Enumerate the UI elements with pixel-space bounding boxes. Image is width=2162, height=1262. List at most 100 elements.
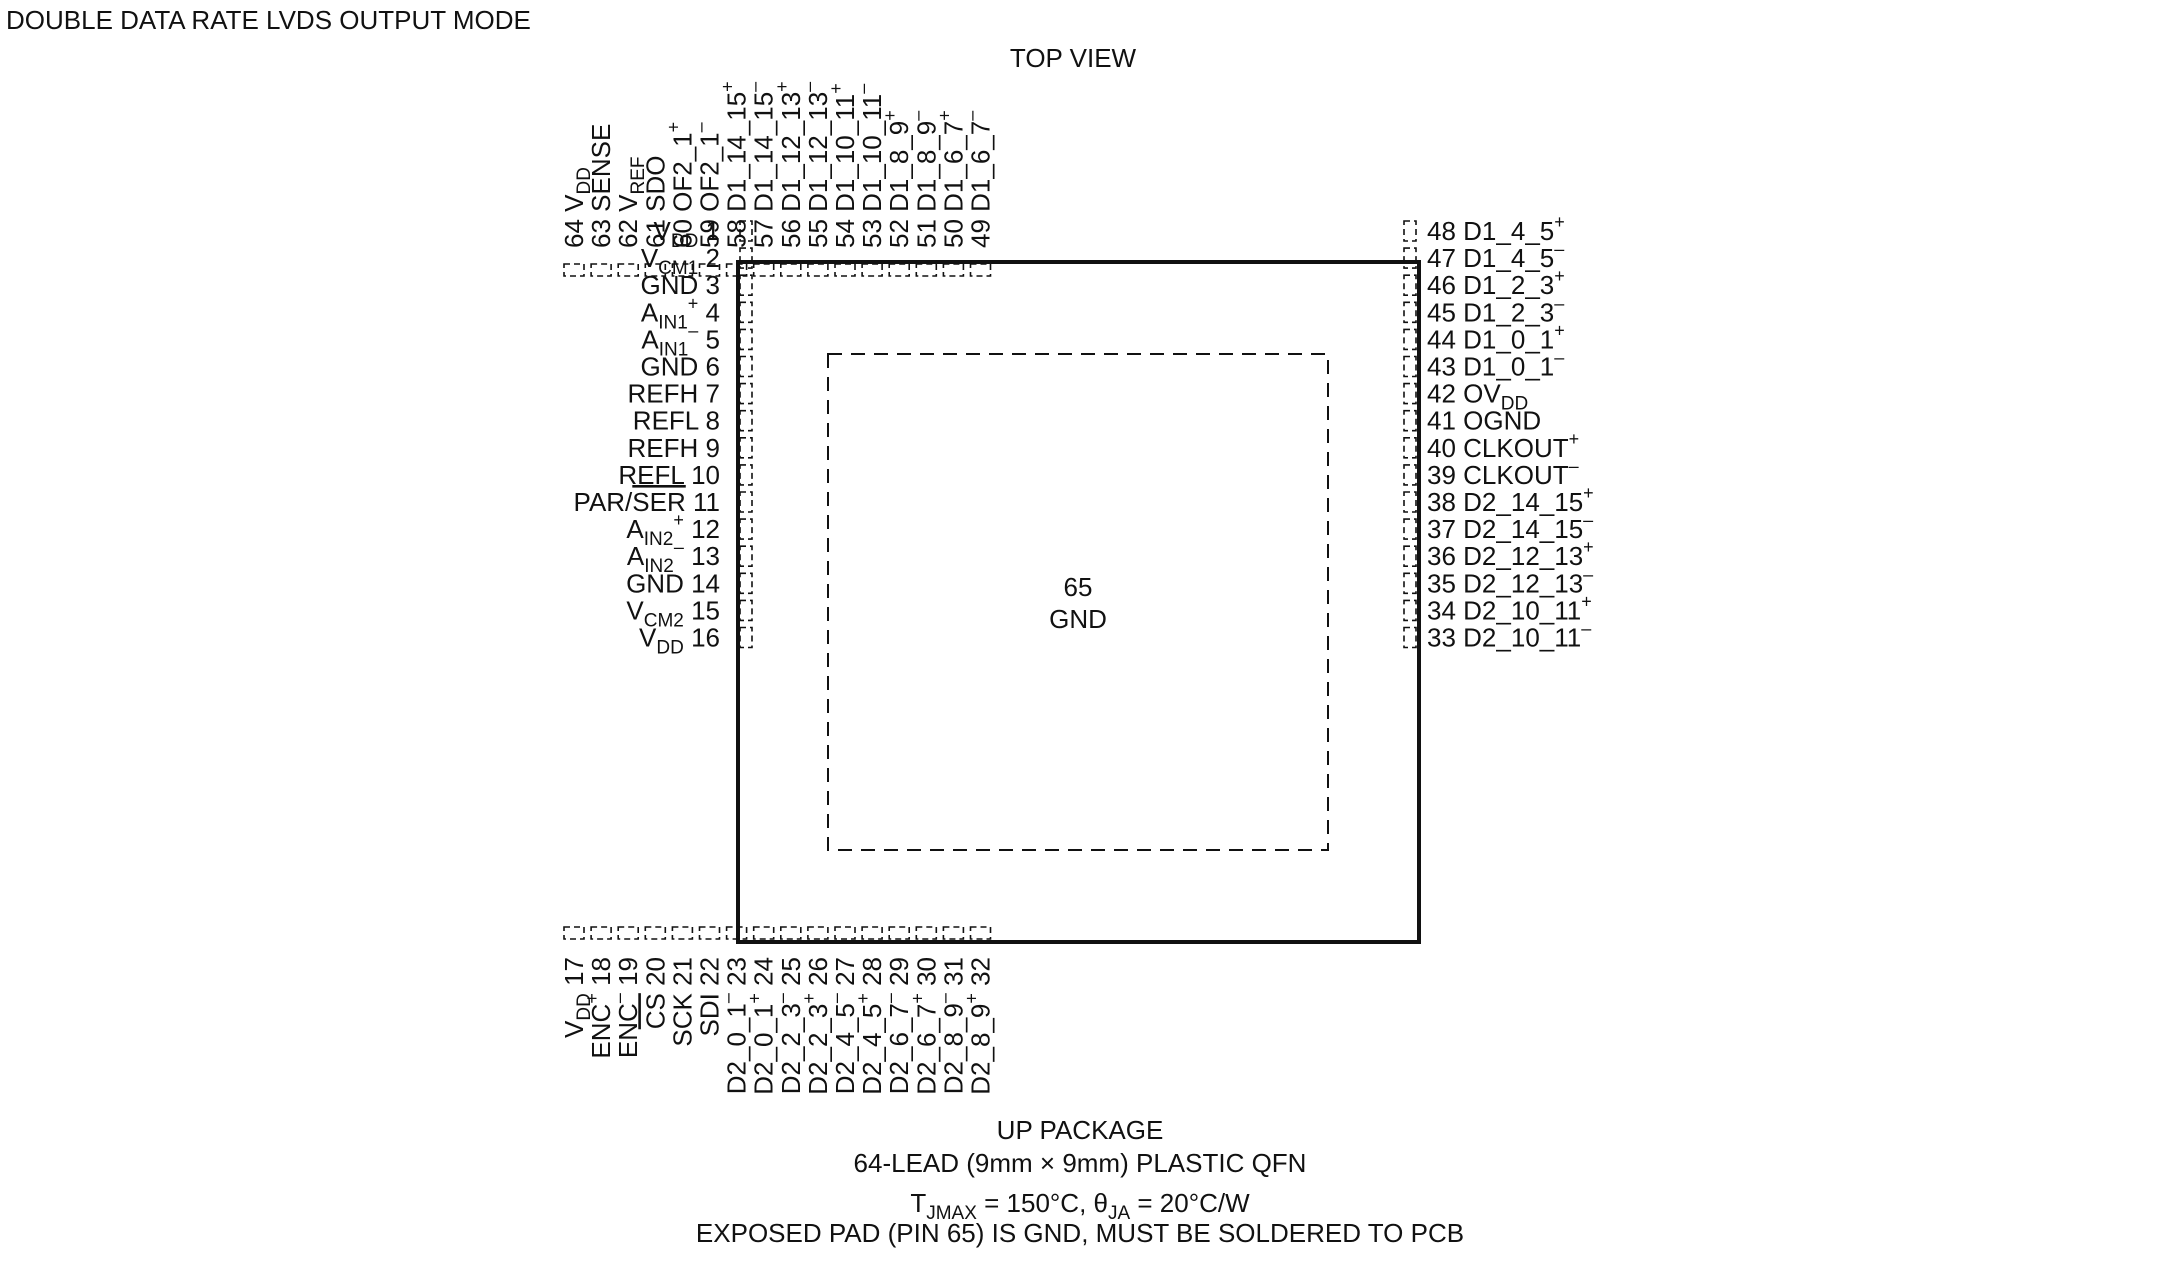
pin-pad [739, 626, 753, 649]
pin-pad [1403, 328, 1417, 351]
pin-label: 44 D1_0_1+​ [1427, 320, 1565, 354]
pin-pad [671, 926, 694, 940]
pin-label: GND 14 [626, 568, 720, 598]
pin-pad [739, 274, 753, 297]
label-segment: D2_14_15 [1463, 487, 1583, 517]
pin-pad [969, 926, 992, 940]
pin-pad [617, 263, 640, 277]
label-segment: CM1 [658, 258, 698, 279]
label-segment: D2_14_15 [1463, 514, 1583, 544]
pin-label: 54 D1_10_11+​ [826, 83, 860, 248]
label-segment: + [663, 122, 683, 133]
pin-label: 41 OGND [1427, 406, 1541, 436]
label-segment: IN1 [658, 312, 688, 333]
pin-pad [1403, 355, 1417, 378]
label-segment: – [853, 84, 873, 94]
thermal-spec: TJMAX = 150°C, θJA = 20°C/W [910, 1188, 1250, 1224]
pin-number: 18 [586, 957, 616, 986]
pin-label: ENC+​ 18 [582, 957, 616, 1059]
pin-label: D2_2_3–​ 25 [772, 957, 806, 1094]
pin-label: D2_4_5+​ 28 [853, 957, 887, 1095]
label-segment: D2_10_11 [1463, 595, 1581, 625]
pin-pad [861, 926, 883, 940]
pin-pad [1403, 491, 1417, 513]
pin-number: 28 [857, 957, 887, 986]
label-segment: D1_12_13 [803, 92, 833, 212]
pin-number: 16 [691, 623, 720, 653]
pin-pad [563, 926, 585, 940]
pin-number: 59 [695, 219, 725, 248]
pin-label: 36 D2_12_13+​ [1427, 537, 1594, 571]
label-segment: D2_0_1 [722, 1003, 752, 1094]
label-segment: SER [632, 487, 685, 517]
label-segment: CM2 [644, 610, 684, 631]
pin-number: 47 [1427, 243, 1456, 273]
pin-number: 9 [706, 433, 720, 463]
pin-label: 62 VREF​ [613, 157, 649, 249]
pin-pad [698, 926, 721, 940]
pin-pad [739, 491, 753, 513]
label-segment: – [1583, 510, 1593, 530]
pin-number: 20 [640, 957, 670, 986]
pin-pad [1403, 626, 1417, 649]
pin-number: 51 [911, 219, 941, 248]
pin-label: VDD​ 1 [654, 216, 721, 252]
pin-number: 10 [691, 460, 720, 490]
pin-label: 57 D1_14_15–​ [745, 82, 779, 248]
pin-pad [739, 355, 753, 378]
pin-label: D2_4_5–​ 27 [826, 957, 860, 1094]
pin-number: 13 [691, 541, 720, 571]
pin-number: 49 [966, 219, 996, 248]
label-segment: D1_10_11 [857, 94, 887, 212]
label-segment: – [1554, 293, 1564, 313]
pin-number: 1 [706, 216, 720, 246]
pin-number: 44 [1427, 324, 1456, 354]
pin-label: 56 D1_12_13+​ [772, 81, 806, 248]
pin-number: 11 [693, 487, 720, 517]
pin-label: VCM1​ 2 [641, 243, 720, 279]
label-segment: V [613, 194, 643, 212]
label-segment: D2_2_3 [776, 1003, 806, 1094]
label-segment: REFH [628, 379, 699, 409]
label-segment: A [641, 297, 659, 327]
pin-label: 33 D2_10_11–​ [1427, 619, 1591, 653]
pin-label: 61 SDO [640, 156, 670, 249]
pin-number: 57 [749, 219, 779, 248]
pin-pad [969, 263, 992, 277]
pin-label: D2_6_7–​ 29 [880, 957, 914, 1094]
pin-pad [644, 926, 667, 940]
label-segment: D1_6_7 [966, 121, 996, 212]
pin-label: GND 3 [641, 270, 720, 300]
top-view-label: TOP VIEW [1010, 43, 1137, 73]
pin-pad [563, 263, 585, 277]
pin-pad [807, 263, 829, 277]
label-segment: = 150°C, θ [977, 1188, 1108, 1218]
label-segment: PAR/ [574, 487, 634, 517]
label-segment: – [907, 111, 927, 121]
pin-pad [590, 263, 612, 277]
pin-number: 60 [667, 219, 697, 248]
label-segment: + [826, 83, 846, 94]
label-segment: IN2 [644, 556, 674, 577]
pin-pad [1403, 247, 1417, 269]
label-segment: – [799, 82, 819, 92]
pin-number: 56 [776, 219, 806, 248]
pin-number: 15 [691, 595, 720, 625]
pin-number: 32 [966, 957, 996, 986]
pin-pad [725, 926, 748, 940]
pin-number: 41 [1427, 406, 1456, 436]
pin-number: 34 [1427, 595, 1456, 625]
pin-label: 51 D1_8_9–​ [907, 111, 941, 248]
label-segment: + [1583, 483, 1594, 503]
label-segment: DD [574, 167, 595, 194]
pin-pad [834, 263, 856, 277]
package-description: 64-LEAD (9mm × 9mm) PLASTIC QFN [854, 1148, 1307, 1178]
label-segment: GND [641, 352, 699, 382]
pin-number: 45 [1427, 297, 1456, 327]
label-segment: GND [626, 568, 684, 598]
label-segment: REFH [628, 433, 699, 463]
pin-pad [590, 926, 612, 940]
pin-label: D2_6_7+​ 30 [907, 957, 941, 1095]
pin-pad [739, 247, 753, 269]
pin-number: 50 [938, 219, 968, 248]
